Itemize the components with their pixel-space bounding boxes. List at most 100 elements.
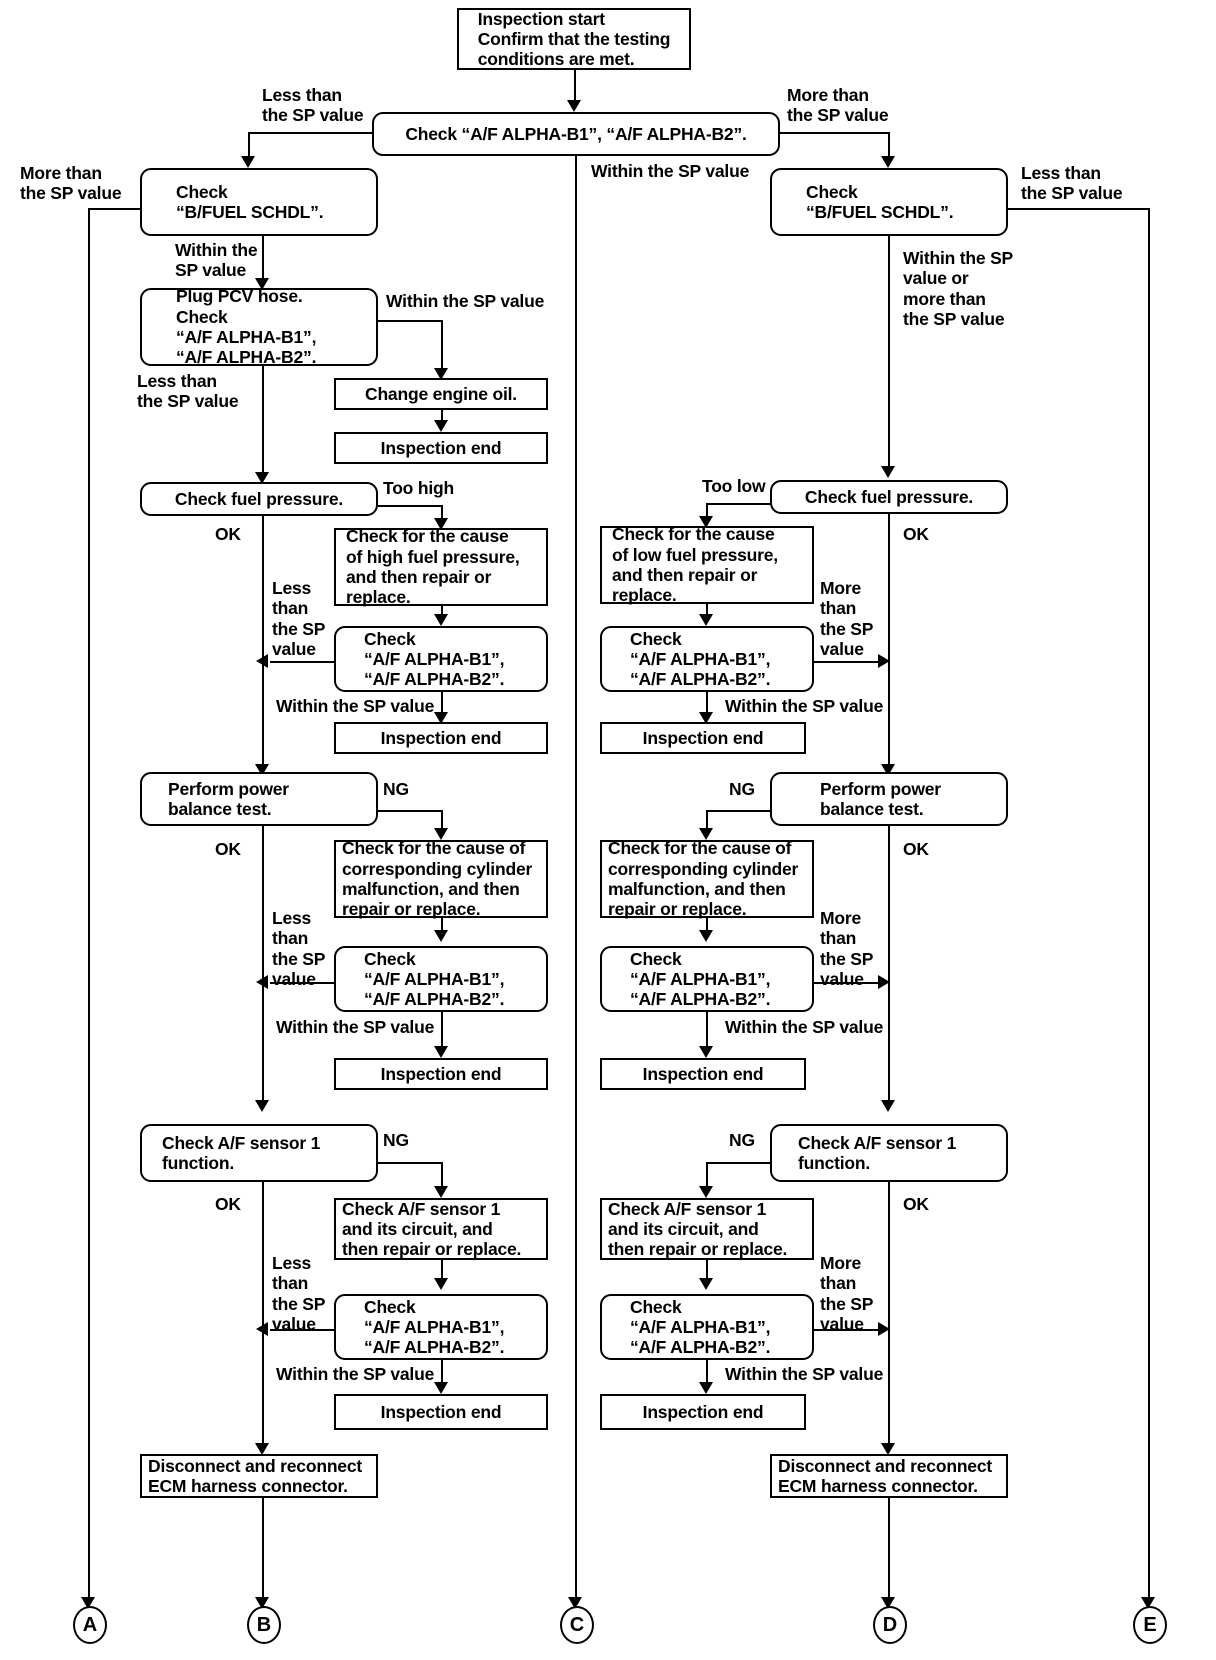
arrowhead-fuelpress-high — [434, 518, 448, 530]
node-check-fuel-pressure-right: Check fuel pressure. — [770, 480, 1008, 514]
label-ng-left-2: NG — [383, 1130, 409, 1150]
edge-pb-left-ng-vertical — [441, 810, 443, 832]
edge-far-left-horizontal — [88, 208, 142, 210]
node-power-balance-left-label: Perform power balance test. — [168, 778, 289, 819]
node-inspection-end-7-label: Inspection end — [642, 1401, 764, 1422]
arrowhead-afs-right-ng — [699, 1186, 713, 1198]
arrowhead-afs-left-ng — [434, 1186, 448, 1198]
edge-afs-right-ng-horizontal — [706, 1162, 772, 1164]
arrowhead-ok-right-3 — [881, 1443, 895, 1455]
label-less-than-sp-top-left: Less than the SP value — [262, 85, 364, 126]
label-less-than-sp-left-3: Less than the SP value — [272, 1253, 326, 1334]
edge-fuelpress-low-horizontal — [706, 503, 772, 505]
arrowhead-top-right — [881, 156, 895, 168]
arrowhead-pb-left-ng — [434, 828, 448, 840]
node-af-sensor-function-left-label: Check A/F sensor 1 function. — [162, 1132, 321, 1173]
node-check-alpha-left-2-label: Check “A/F ALPHA-B1”, “A/F ALPHA-B2”. — [364, 948, 505, 1010]
edge-alpha-right-1-out — [812, 661, 880, 663]
node-inspection-start: Inspection start Confirm that the testin… — [457, 8, 691, 70]
arrowhead-fuelpress-low — [699, 516, 713, 528]
node-check-bfuel-right: Check “B/FUEL SCHDL”. — [770, 168, 1008, 236]
node-check-alpha-left-2: Check “A/F ALPHA-B1”, “A/F ALPHA-B2”. — [334, 946, 548, 1012]
arrowhead-alpha-right-2-out — [878, 975, 890, 989]
label-less-than-sp-left-2: Less than the SP value — [272, 908, 326, 989]
edge-alpha-left-1-down — [441, 692, 443, 718]
node-inspection-end-6: Inspection end — [600, 1058, 806, 1090]
node-inspection-end-1-label: Inspection end — [380, 437, 502, 458]
arrowhead-cause-high-to-alpha — [434, 614, 448, 626]
node-power-balance-right: Perform power balance test. — [770, 772, 1008, 826]
node-inspection-end-4: Inspection end — [334, 1394, 548, 1430]
label-too-high: Too high — [383, 478, 454, 498]
node-check-fuel-pressure-left: Check fuel pressure. — [140, 482, 378, 516]
arrowhead-alpha-left-3-back — [256, 1322, 268, 1336]
node-check-alpha-right-1: Check “A/F ALPHA-B1”, “A/F ALPHA-B2”. — [600, 626, 814, 692]
node-check-alpha-right-3: Check “A/F ALPHA-B1”, “A/F ALPHA-B2”. — [600, 1294, 814, 1360]
connector-d-label: D — [882, 1613, 898, 1636]
label-ok-left-1: OK — [215, 524, 241, 544]
node-inspection-start-label: Inspection start Confirm that the testin… — [477, 8, 671, 70]
connector-e: E — [1133, 1606, 1167, 1644]
edge-pcv-to-oil-vertical — [441, 320, 443, 372]
arrowhead-start-to-check-alpha — [567, 100, 581, 112]
arrowhead-alpha-left-3-down — [434, 1382, 448, 1394]
node-check-alpha-left-3: Check “A/F ALPHA-B1”, “A/F ALPHA-B2”. — [334, 1294, 548, 1360]
arrowhead-ok-left-2 — [255, 1100, 269, 1112]
node-inspection-end-3: Inspection end — [334, 1058, 548, 1090]
arrowhead-alpha-left-1-down — [434, 712, 448, 724]
label-more-than-sp-far-left: More than the SP value — [20, 163, 122, 204]
edge-top-right-horizontal — [778, 132, 890, 134]
node-check-bfuel-left: Check “B/FUEL SCHDL”. — [140, 168, 378, 236]
edge-far-left-long-to-a — [88, 208, 90, 1604]
node-check-bfuel-right-label: Check “B/FUEL SCHDL”. — [806, 181, 954, 222]
node-cause-cylinder-right: Check for the cause of corresponding cyl… — [600, 838, 814, 919]
edge-afs-right-ng-vertical — [706, 1162, 708, 1190]
edge-ok-right-1 — [888, 514, 890, 768]
edge-afs-circuit-left-to-alpha — [441, 1260, 443, 1286]
label-ok-left-3: OK — [215, 1194, 241, 1214]
edge-ok-left-3 — [262, 1182, 264, 1447]
label-ng-left-1: NG — [383, 779, 409, 799]
edge-ecm-left-to-b — [262, 1498, 264, 1604]
edge-top-left-horizontal — [248, 132, 374, 134]
edge-fuelpress-low-vertical — [706, 503, 708, 520]
edge-alpha-right-3-out — [812, 1329, 880, 1331]
arrowhead-cause-cyl-right-to-alpha — [699, 930, 713, 942]
edge-fuelpress-high-horizontal — [378, 505, 442, 507]
label-less-than-sp-to-fuelpress: Less than the SP value — [137, 371, 239, 412]
node-change-engine-oil-label: Change engine oil. — [365, 383, 517, 404]
edge-start-to-check-alpha — [574, 70, 576, 104]
edge-top-left-vertical — [248, 132, 250, 160]
edge-alpha-left-2-down — [441, 1012, 443, 1052]
node-change-engine-oil: Change engine oil. — [334, 378, 548, 410]
label-within-sp-right-2b: Within the SP value — [725, 1017, 884, 1037]
node-check-af-alpha-top: Check “A/F ALPHA-B1”, “A/F ALPHA-B2”. — [372, 112, 780, 156]
label-less-than-sp-left-1: Less than the SP value — [272, 578, 326, 659]
label-within-sp-left-2b: Within the SP value — [276, 1017, 435, 1037]
arrowhead-alpha-right-3-out — [878, 1322, 890, 1336]
node-power-balance-right-label: Perform power balance test. — [820, 778, 941, 819]
edge-alpha-left-3-back — [270, 1329, 336, 1331]
connector-b: B — [247, 1606, 281, 1644]
edge-pcv-to-oil-horizontal — [378, 320, 442, 322]
edge-bfuel-to-pcv — [262, 236, 264, 282]
edge-middle-within-sp-long — [575, 156, 577, 1604]
arrowhead-afs-circuit-right-to-alpha — [699, 1278, 713, 1290]
label-ok-right-2: OK — [903, 839, 929, 859]
node-check-alpha-right-2: Check “A/F ALPHA-B1”, “A/F ALPHA-B2”. — [600, 946, 814, 1012]
node-ecm-harness-right-label: Disconnect and reconnect ECM harness con… — [778, 1455, 993, 1496]
node-cause-cylinder-left: Check for the cause of corresponding cyl… — [334, 838, 548, 920]
node-plug-pcv-hose: Plug PCV hose. Check “A/F ALPHA-B1”, “A/… — [140, 286, 378, 368]
edge-ok-right-3 — [888, 1182, 890, 1447]
label-within-sp-left-1b: Within the SP value — [276, 696, 435, 716]
node-cause-cylinder-left-label: Check for the cause of corresponding cyl… — [342, 838, 533, 920]
edge-far-right-horizontal — [1006, 208, 1150, 210]
arrowhead-cause-cyl-left-to-alpha — [434, 930, 448, 942]
node-af-sensor-circuit-right: Check A/F sensor 1 and its circuit, and … — [600, 1198, 814, 1260]
edge-cause-high-to-alpha — [441, 606, 443, 620]
label-ok-left-2: OK — [215, 839, 241, 859]
edge-pcv-to-fuelpress — [262, 366, 264, 476]
connector-a-label: A — [82, 1613, 98, 1636]
node-plug-pcv-hose-label: Plug PCV hose. Check “A/F ALPHA-B1”, “A/… — [176, 286, 317, 368]
